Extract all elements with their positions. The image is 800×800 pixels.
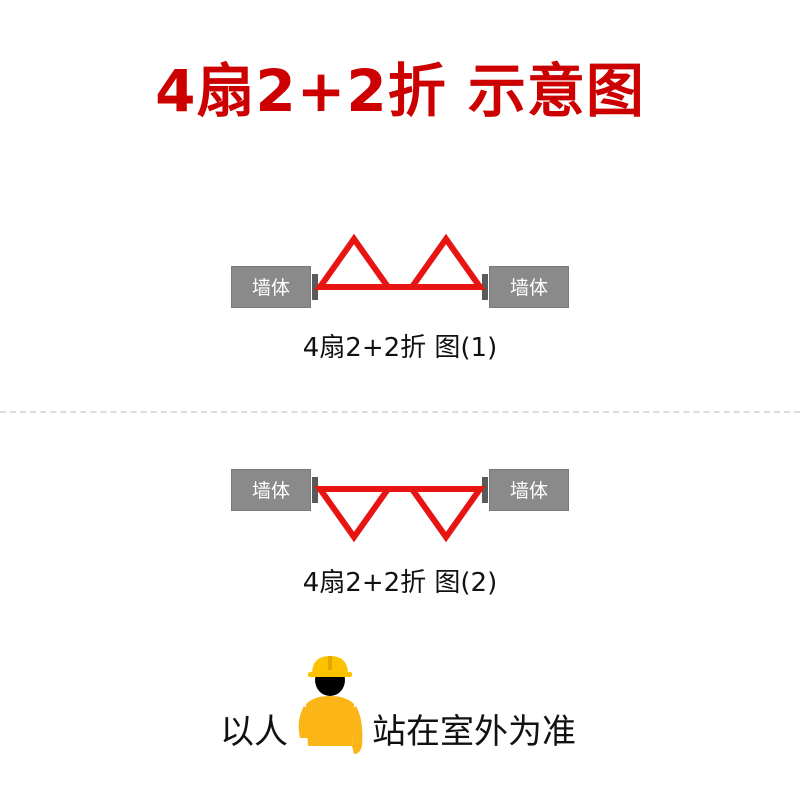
- footer-text-left: 以人: [220, 712, 288, 752]
- wall-right-1: 墙体: [489, 266, 569, 308]
- diagram-caption-1: 4扇2+2折 图(1): [302, 333, 498, 363]
- worker-helmet-icon: [298, 656, 363, 754]
- hinge-left-1: [312, 274, 318, 300]
- hinge-left-2: [312, 477, 318, 503]
- door-leaves-right-pair-1: [406, 233, 486, 290]
- folding-door-diagram-1: [314, 233, 486, 290]
- page-title: 4扇2+2折 示意图: [155, 57, 645, 125]
- wall-left-2: 墙体: [231, 469, 311, 511]
- door-leaves-right-pair-2: [406, 486, 486, 543]
- wall-right-2: 墙体: [489, 469, 569, 511]
- hinge-right-1: [482, 274, 488, 300]
- door-leaves-left-pair-2: [314, 486, 394, 543]
- wall-left-1: 墙体: [231, 266, 311, 308]
- section-divider: [0, 411, 800, 413]
- diagram-caption-2: 4扇2+2折 图(2): [302, 568, 498, 598]
- door-leaves-left-pair-1: [314, 233, 394, 290]
- hinge-right-2: [482, 477, 488, 503]
- folding-door-diagram-2: [314, 486, 486, 543]
- footer-text-right: 站在室外为准: [372, 712, 576, 752]
